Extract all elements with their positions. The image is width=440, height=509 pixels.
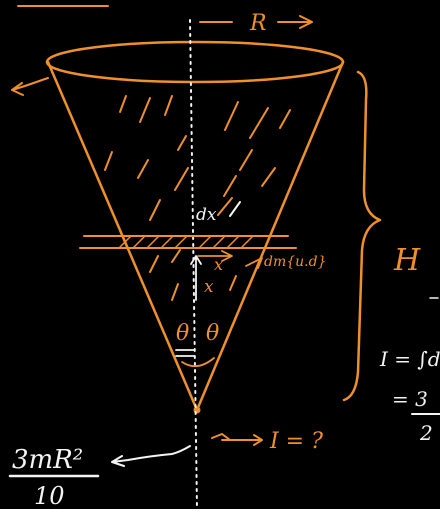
result-denominator: 10 — [34, 482, 65, 509]
disc-hatch — [119, 236, 253, 248]
height-label: H — [393, 243, 421, 278]
x-lower-label: x — [204, 277, 214, 297]
x-radius-line — [197, 250, 233, 262]
theta-underline — [175, 349, 195, 357]
x-height-arrow — [190, 255, 202, 301]
rotation-arrow — [11, 77, 49, 96]
mass-pointer — [245, 257, 263, 269]
rotation-axis — [189, 19, 198, 509]
cone-top-ellipse — [45, 40, 345, 84]
result-numerator: 3mR² — [12, 445, 83, 475]
radius-marker — [199, 15, 313, 29]
dx-slash — [229, 201, 241, 217]
inertia-query: I = ? — [269, 429, 323, 454]
side-eq-line2: = 3 — [392, 387, 428, 411]
theta-left-label: θ — [176, 321, 189, 346]
side-eq-line3: 2 — [419, 421, 433, 445]
cone-apex — [193, 406, 201, 414]
x-upper-label: x — [214, 255, 223, 274]
radius-label: R — [249, 11, 267, 36]
angle-arc — [181, 357, 215, 368]
element-mass-label: dm{u.d} — [264, 254, 326, 270]
interior-hatching — [104, 95, 291, 301]
query-arrow — [211, 433, 263, 446]
height-brace — [342, 70, 382, 402]
theta-right-label: θ — [206, 321, 219, 346]
side-eq-line1: I = ∫d — [379, 347, 440, 371]
result-arrow — [111, 445, 191, 467]
dx-label: dx — [196, 205, 217, 225]
